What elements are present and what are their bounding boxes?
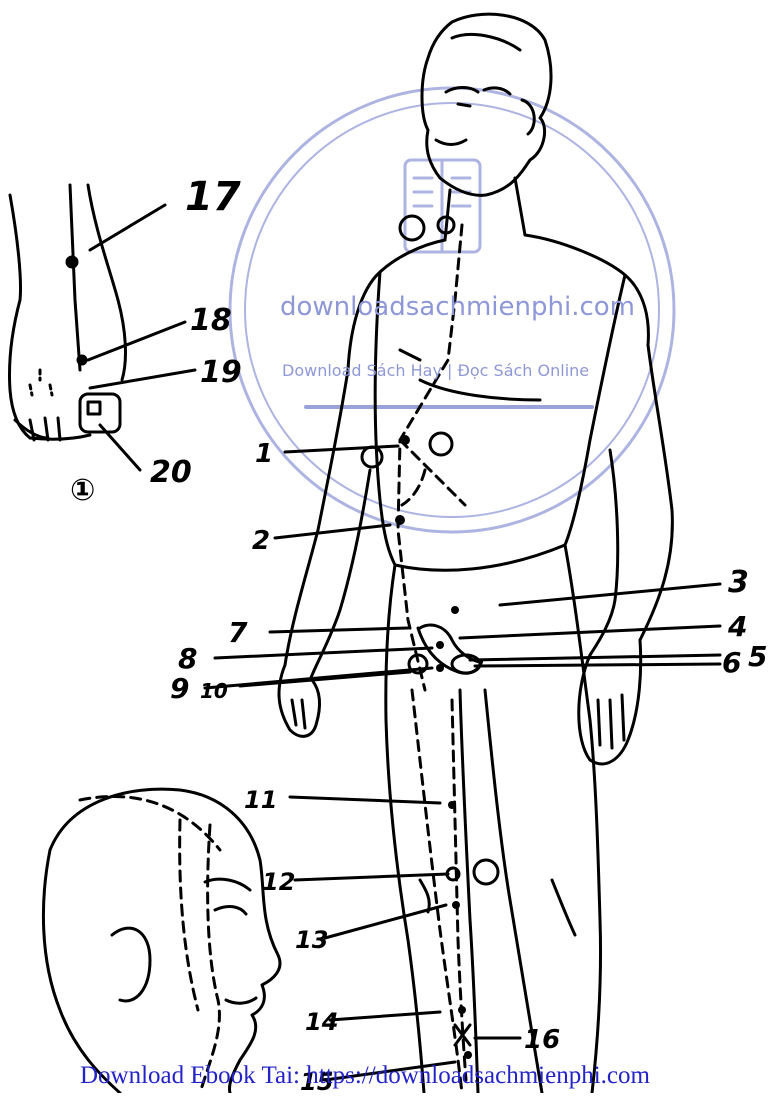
callout-9: 9 [170,672,189,705]
callout-5: 5 [748,640,767,673]
callout-14: 14 [305,1008,338,1036]
callout-4: 4 [727,610,747,643]
callout-7: 7 [228,616,248,649]
side-head-panel [43,789,280,1093]
callout-12: 12 [262,868,295,896]
callout-18: 18 [190,303,232,338]
callout-16: 16 [524,1025,560,1055]
callout-3: 3 [728,565,749,600]
foot-panel [9,185,125,440]
callout-11: 11 [244,786,277,814]
callout-17: 17 [185,174,241,220]
callout-20: 20 [150,455,192,490]
callout-10: 10 [200,679,228,703]
callout-8: 8 [178,642,197,675]
standing-figure [279,14,672,1093]
foot-panel-marker: ① [70,473,95,508]
watermark-tagline-text: Download Sách Hay | Đọc Sách Online [282,361,589,380]
callout-19: 19 [200,355,242,390]
footer-download-link[interactable]: Download Ebook Tai: https://downloadsach… [80,1062,650,1090]
callout-13: 13 [295,926,328,954]
watermark-site-text: downloadsachmienphi.com [280,292,635,322]
callout-1: 1 [255,439,273,469]
callout-6: 6 [722,646,741,679]
callout-2: 2 [252,526,270,556]
acupoint-open-markers [362,216,498,1045]
